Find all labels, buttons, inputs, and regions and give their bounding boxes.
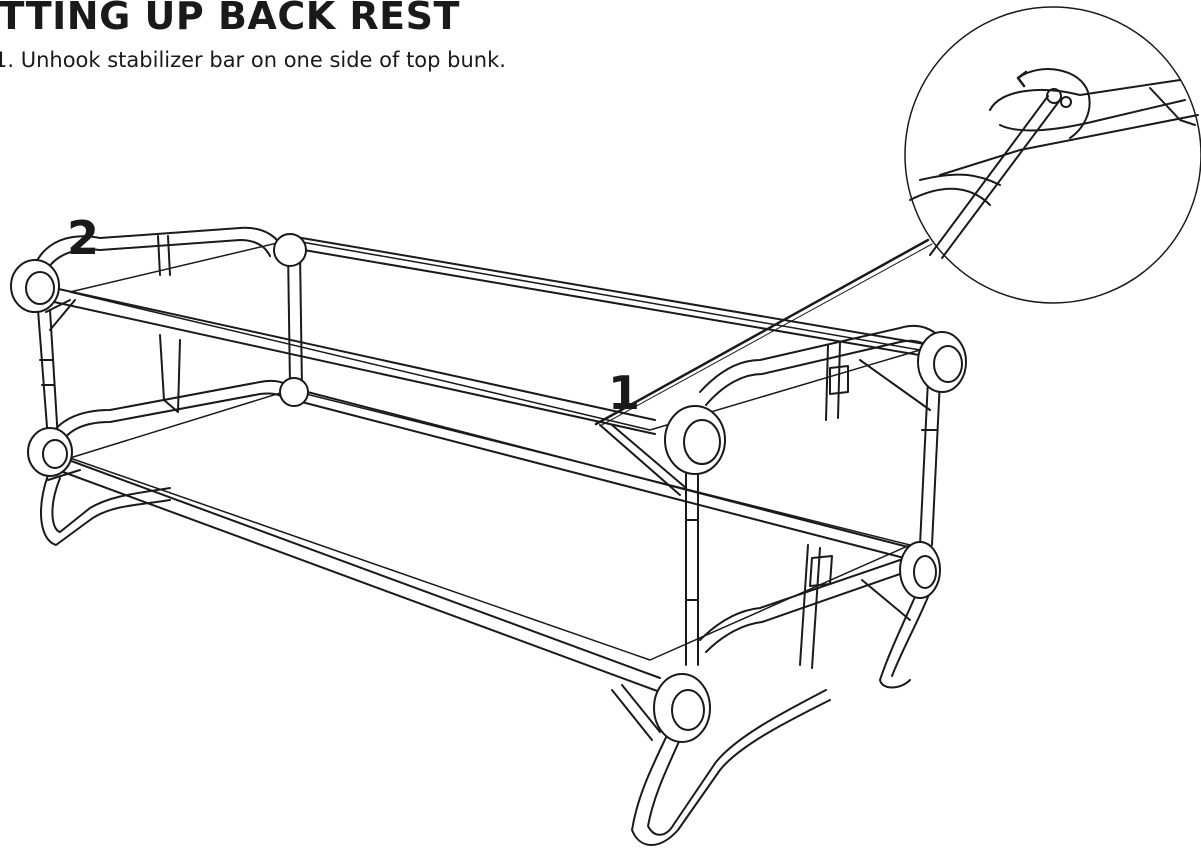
- leader-line: [594, 238, 930, 426]
- rotation-arrow: [1017, 68, 1091, 139]
- frame-posts: [37, 249, 941, 846]
- stabilizer-bars: [45, 299, 931, 741]
- lower-bunk: [44, 379, 913, 693]
- callout-number-1: 1: [608, 366, 641, 420]
- page-title: ETTING UP BACK REST: [0, 0, 460, 38]
- stabilizer-bar-top: [599, 424, 681, 496]
- lower-front-rail: [54, 454, 661, 679]
- end-cap: [273, 233, 307, 267]
- detail-stabilizer-bar: [929, 95, 1049, 256]
- top-back-rail: [289, 235, 926, 345]
- top-bunk: [29, 226, 943, 435]
- step-instruction: 1. Unhook stabilizer bar on one side of …: [0, 48, 506, 72]
- end-caps: [10, 233, 967, 743]
- lower-bunk-fabric: [69, 389, 911, 661]
- top-right-end-frame: [699, 324, 943, 393]
- detail-circle: [904, 6, 1201, 304]
- detail-magnifier: [904, 6, 1201, 304]
- lower-back-rail: [291, 387, 913, 549]
- end-cap: [279, 377, 309, 407]
- top-bunk-fabric: [69, 239, 921, 431]
- top-front-rail: [44, 285, 656, 421]
- callout-number-2: 2: [67, 211, 100, 265]
